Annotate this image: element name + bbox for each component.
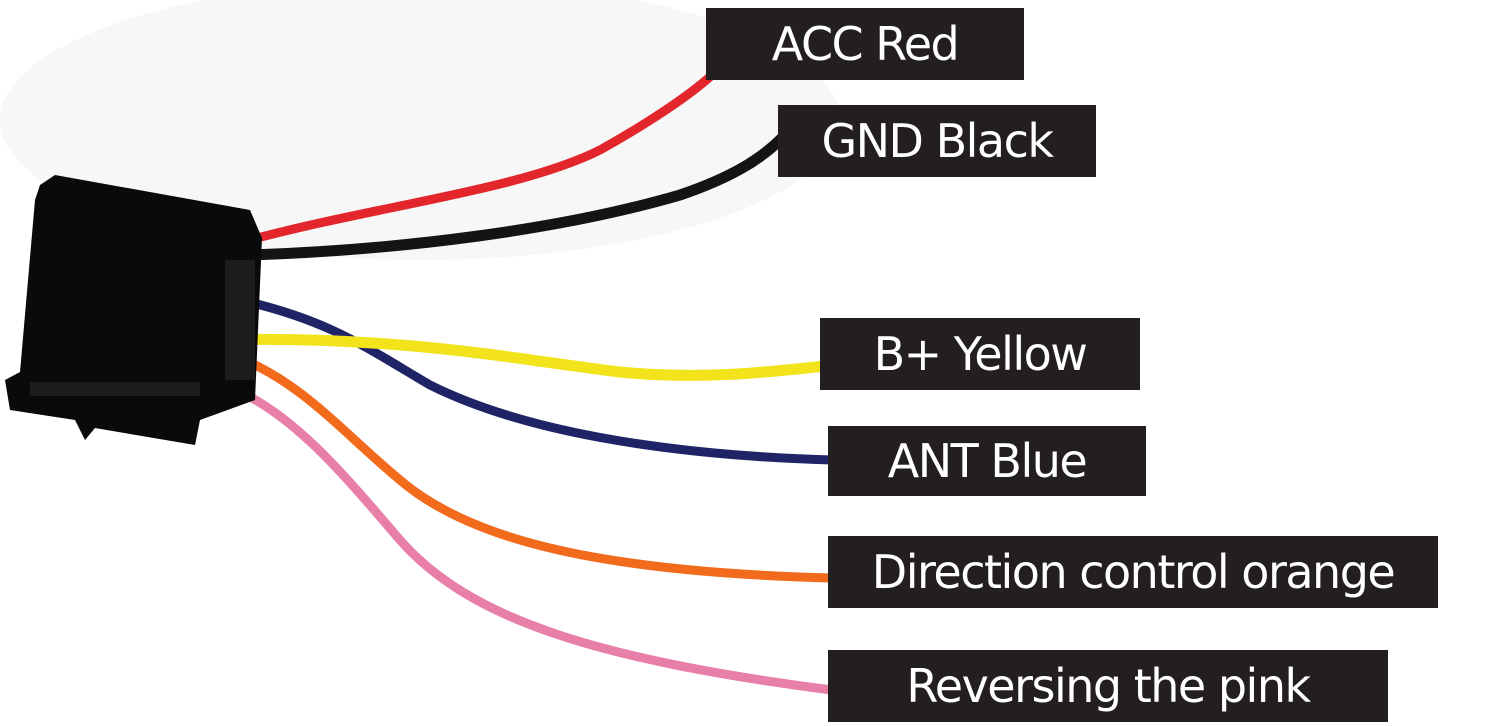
connector-ridge (225, 260, 255, 380)
b-plus-yellow-label: B+ Yellow (820, 318, 1140, 390)
orange-wire (227, 350, 837, 583)
connector-latch (30, 382, 200, 396)
connector-body (5, 175, 262, 445)
direction-control-orange-label: Direction control orange (828, 536, 1438, 608)
yellow-wire (209, 333, 831, 381)
red-wire (245, 70, 717, 245)
blue-wire (235, 295, 837, 465)
gnd-black-label: GND Black (778, 105, 1096, 177)
background-shade (0, 0, 840, 260)
reversing-pink-label: Reversing the pink (828, 650, 1388, 722)
connector-plug (5, 175, 262, 445)
ant-blue-label: ANT Blue (828, 426, 1146, 496)
black-wire (244, 132, 788, 261)
acc-red-label: ACC Red (706, 8, 1024, 80)
pink-wire (220, 380, 837, 695)
